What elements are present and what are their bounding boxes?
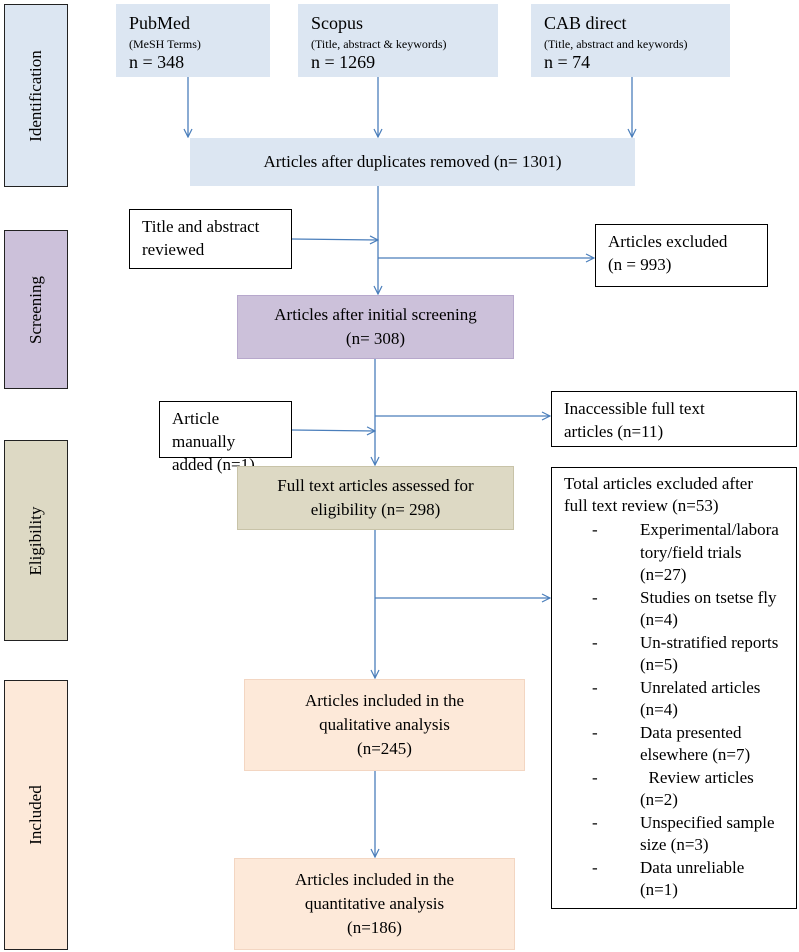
- full-text-line2: eligibility (n= 298): [310, 500, 441, 519]
- manual-added-box: Article manually added (n=1): [159, 401, 292, 474]
- list-item-line: Un-stratified reports: [640, 632, 779, 652]
- list-item: - Data presented elsewhere (n=7): [582, 722, 799, 767]
- arrow-title-abstract: [291, 239, 378, 240]
- excluded-full-title-line2: full text review (n=53): [564, 496, 719, 515]
- list-item-line: size (n=3): [640, 835, 709, 854]
- full-text-box: Full text articles assessed for eligibil…: [237, 466, 514, 530]
- source-subtitle: (Title, abstract and keywords): [544, 37, 688, 51]
- title-abstract-box: Title and abstract reviewed: [129, 209, 292, 269]
- excluded-screening-line2: (n = 993): [608, 255, 672, 274]
- stage-screening: Screening: [4, 230, 68, 389]
- list-item-line: (n=1): [640, 880, 678, 899]
- qualitative-line1: Articles included in the: [304, 691, 465, 710]
- list-dash: -: [592, 722, 598, 742]
- list-item-line: Unrelated articles: [640, 677, 761, 697]
- quantitative-line1: Articles included in the: [294, 870, 455, 889]
- excluded-full-title-line1: Total articles excluded after: [564, 474, 754, 493]
- arrow-manual-added: [291, 430, 375, 431]
- source-pubmed-box: PubMed (MeSH Terms) n = 348: [116, 4, 270, 77]
- list-item-line: (n=5): [640, 655, 678, 674]
- source-count: n = 348: [129, 52, 185, 72]
- source-subtitle: (MeSH Terms): [129, 37, 201, 51]
- list-dash: -: [592, 677, 598, 697]
- list-item-line: Unspecified sample: [640, 812, 775, 832]
- list-item-line: Studies on tsetse fly: [640, 587, 777, 607]
- inaccessible-line1: Inaccessible full text: [564, 399, 705, 418]
- inaccessible-line2: articles (n=11): [564, 422, 664, 441]
- list-dash: -: [592, 587, 598, 607]
- manual-added-line2: added (n=1): [172, 455, 255, 474]
- source-scopus-box: Scopus (Title, abstract & keywords) n = …: [298, 4, 498, 77]
- excluded-screening-box: Articles excluded (n = 993): [595, 224, 768, 287]
- dedup-text: Articles after duplicates removed (n= 13…: [263, 152, 562, 171]
- title-abstract-line2: reviewed: [142, 240, 205, 259]
- source-count: n = 1269: [311, 52, 376, 72]
- list-item-line: (n=4): [640, 610, 678, 629]
- list-dash: -: [592, 812, 598, 832]
- list-item-line: (n=2): [640, 790, 678, 809]
- stage-included: Included: [4, 680, 68, 950]
- qualitative-line3: (n=245): [357, 739, 412, 758]
- source-subtitle: (Title, abstract & keywords): [311, 37, 447, 51]
- initial-screening-line1: Articles after initial screening: [274, 305, 477, 324]
- list-item-line: elsewhere (n=7): [640, 745, 751, 764]
- stage-eligibility: Eligibility: [4, 440, 68, 641]
- list-dash: -: [592, 767, 598, 787]
- list-item: - Unspecified sample size (n=3): [582, 812, 799, 857]
- initial-screening-box: Articles after initial screening (n= 308…: [237, 295, 514, 359]
- excluded-screening-line1: Articles excluded: [608, 232, 728, 251]
- list-item-line: tory/field trials: [640, 542, 742, 562]
- dedup-box: Articles after duplicates removed (n= 13…: [190, 138, 635, 186]
- list-item: - Data unreliable (n=1): [582, 857, 799, 902]
- source-name: PubMed: [129, 13, 191, 33]
- exclusion-reasons-list: - Experimental/labora tory/field trials (n=…: [582, 519, 799, 902]
- list-item-line: Review articles: [640, 767, 754, 787]
- list-item: - Review articles (n=2): [582, 767, 799, 812]
- full-text-line1: Full text articles assessed for: [277, 476, 474, 495]
- list-item-line: (n=4): [640, 700, 678, 719]
- list-item: - Unrelated articles (n=4): [582, 677, 799, 722]
- manual-added-line1: Article manually: [172, 409, 236, 451]
- list-dash: -: [592, 632, 598, 652]
- list-dash: -: [592, 520, 598, 539]
- list-item: - Un-stratified reports (n=5): [582, 632, 799, 677]
- source-name: CAB direct: [544, 13, 627, 33]
- list-item-line: Data presented: [640, 722, 742, 742]
- quantitative-line3: (n=186): [347, 918, 402, 937]
- source-name: Scopus: [311, 13, 364, 33]
- list-item: - Experimental/labora tory/field trials (n=…: [582, 519, 799, 587]
- title-abstract-line1: Title and abstract: [142, 217, 260, 236]
- inaccessible-box: Inaccessible full text articles (n=11): [551, 391, 797, 447]
- excluded-full-text-box: Total articles excluded after full text …: [551, 467, 797, 909]
- list-dash: -: [592, 857, 598, 877]
- list-item-line: Experimental/labora: [640, 520, 779, 539]
- quantitative-box: Articles included in the quantitative an…: [234, 858, 515, 950]
- source-count: n = 74: [544, 52, 591, 72]
- qualitative-box: Articles included in the qualitative ana…: [244, 679, 525, 771]
- source-cab-box: CAB direct (Title, abstract and keywords…: [531, 4, 730, 77]
- list-item-line: Data unreliable: [640, 857, 745, 877]
- stage-identification: Identification: [4, 4, 68, 187]
- qualitative-line2: qualitative analysis: [319, 715, 450, 734]
- list-item-line: (n=27): [640, 565, 687, 584]
- quantitative-line2: quantitative analysis: [304, 894, 445, 913]
- initial-screening-line2: (n= 308): [345, 329, 406, 348]
- list-item: - Studies on tsetse fly (n=4): [582, 587, 799, 632]
